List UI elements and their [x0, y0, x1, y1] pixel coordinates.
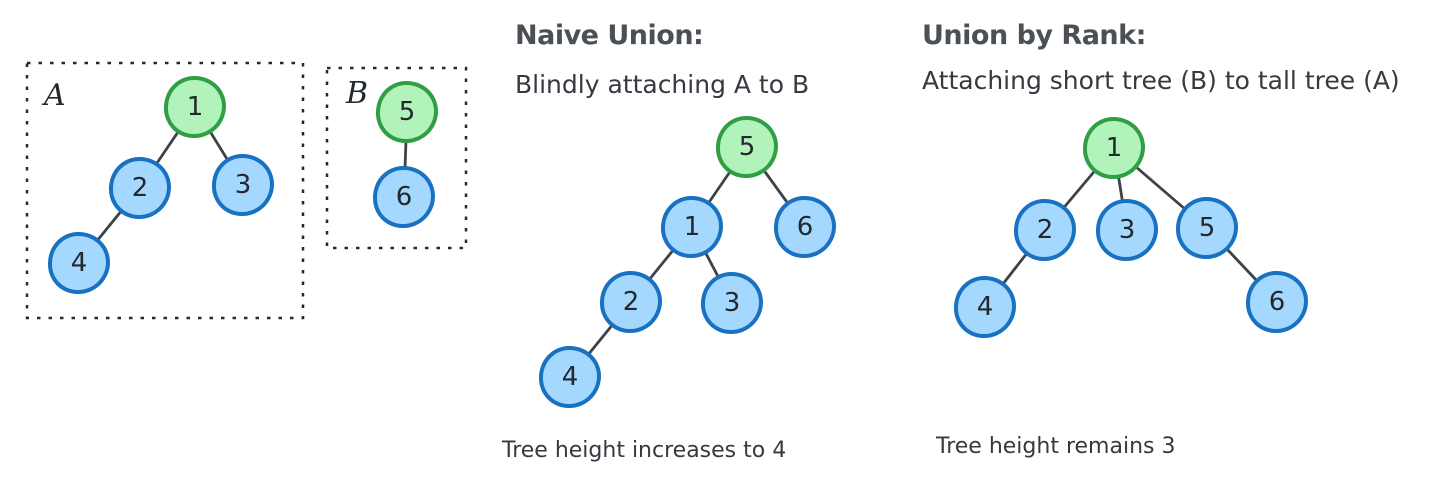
naive-union-caption: Tree height increases to 4 — [502, 438, 787, 463]
node-naive-1: 1 — [661, 196, 723, 258]
node-rank-5: 5 — [1176, 197, 1238, 259]
union-by-rank-title: Union by Rank: — [922, 20, 1146, 51]
node-naive-5: 5 — [716, 116, 778, 178]
node-b-5: 5 — [376, 81, 438, 143]
node-naive-4: 4 — [539, 346, 601, 408]
node-rank-2: 2 — [1014, 199, 1076, 261]
edges-naive-union — [568, 145, 807, 379]
tree-a-box — [25, 61, 305, 320]
node-rank-6: 6 — [1246, 271, 1308, 333]
node-rank-1: 1 — [1083, 117, 1145, 179]
node-a-2: 2 — [109, 157, 171, 219]
tree-a-title: A — [44, 78, 66, 113]
node-a-1: 1 — [164, 76, 226, 138]
node-rank-4: 4 — [954, 276, 1016, 338]
node-b-6: 6 — [373, 166, 435, 228]
node-naive-3: 3 — [701, 272, 763, 334]
union-by-rank-subtitle: Attaching short tree (B) to tall tree (A… — [922, 66, 1400, 95]
naive-union-title: Naive Union: — [515, 20, 704, 51]
node-a-3: 3 — [212, 154, 274, 216]
node-rank-3: 3 — [1096, 199, 1158, 261]
node-naive-6: 6 — [774, 196, 836, 258]
node-a-4: 4 — [48, 232, 110, 294]
naive-union-subtitle: Blindly attaching A to B — [515, 70, 810, 99]
tree-b-title: B — [346, 76, 369, 111]
union-by-rank-caption: Tree height remains 3 — [936, 434, 1176, 459]
tree-b-box — [325, 66, 468, 250]
node-naive-2: 2 — [600, 271, 662, 333]
